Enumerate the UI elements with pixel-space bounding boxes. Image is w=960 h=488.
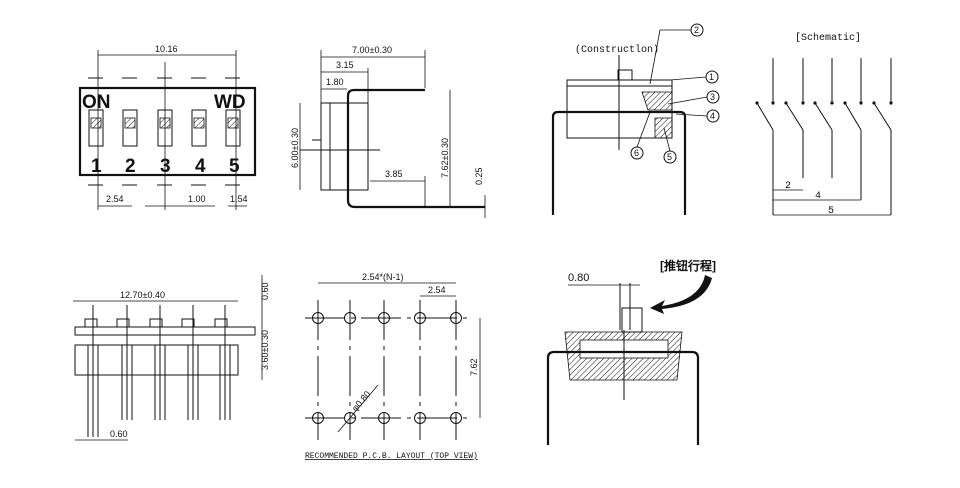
length-dim: 7.00±0.30 [352,45,392,55]
top-view: 10.16 ON WD 1 2 3 4 5 2.54 1.00 1.54 [78,44,257,210]
front-view: 12.70±0.40 0.60 3.60±0.30 0.60 [73,275,270,441]
pcb-caption: RECOMMENDED P.C.B. LAYOUT (TOP VIEW) [305,452,478,461]
switch-number-5: 5 [229,156,240,177]
pcb-holes [312,312,462,424]
span-dim: 2.54*(N-1) [362,272,404,282]
construction-view: (Constructlon) 2 1 3 4 5 6 [551,23,720,215]
gap-dim: 1.00 [188,194,206,204]
switch-body [78,86,257,177]
side-view: 7.00±0.30 3.15 1.80 6.00±0.30 7.62±0.30 … [290,45,486,218]
travel-arrow-icon [650,275,712,314]
pcb-layout: 2.54*(N-1) 2.54 7.62 φ0.80 RECOMMENDED P… [305,272,481,461]
height-dim: 6.00±0.30 [290,128,300,168]
leg-notches [88,77,240,186]
dim-315: 3.15 [336,60,354,70]
thickness-dim: 0.25 [474,167,484,185]
callout-2: 2 [694,25,699,35]
schematic-view: [Schematic] 2 4 5 [755,32,893,217]
callouts: 2 1 3 4 5 6 [630,23,720,164]
construction-title: (Constructlon) [575,44,659,56]
schematic-dim-5: 5 [828,206,834,217]
actuator-dim: 0.80 [568,272,589,284]
callout-1: 1 [709,72,714,82]
width-dim: 10.16 [155,44,178,54]
hole-dim: φ0.80 [350,389,373,413]
front-top-dim: 0.60 [260,282,270,300]
switch-actuators [88,109,241,147]
pin-width-dim: 0.60 [110,429,128,439]
callout-5: 5 [667,152,672,162]
on-label: ON [82,92,111,113]
callout-4: 4 [710,111,715,121]
pitch-dim: 2.54 [106,194,124,204]
schematic-dim-4: 4 [815,191,821,202]
callout-6: 6 [634,148,639,158]
row-dim: 7.62 [469,358,479,376]
brand-label: WD [214,92,246,113]
schematic-title: [Schematic] [795,32,861,44]
edge-dim: 1.54 [230,194,248,204]
switch-number-2: 2 [125,156,136,177]
switch-number-4: 4 [195,156,206,177]
callout-3: 3 [710,92,715,102]
section-view: 0.80 [推钮行程] [546,258,716,445]
dim-385: 3.85 [385,169,403,179]
row-spacing-dim: 7.62±0.30 [440,138,450,178]
front-length-dim: 12.70±0.40 [120,290,165,300]
pcb-pitch-dim: 2.54 [428,285,446,295]
dim-180: 1.80 [326,77,344,87]
schematic-dim-2: 2 [785,181,791,192]
front-height-dim: 3.60±0.30 [260,330,270,370]
switch-number-1: 1 [91,156,102,177]
travel-label: [推钮行程] [660,258,716,273]
